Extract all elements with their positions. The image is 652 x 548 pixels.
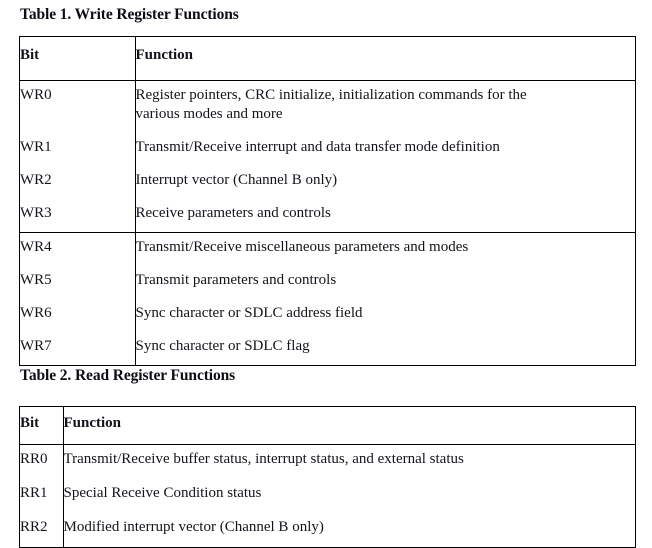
table-row: RR0 Transmit/Receive buffer status, inte… — [20, 444, 635, 479]
table-1-row-4-bit: WR4 — [20, 232, 136, 266]
table-row: WR0 Register pointers, CRC initialize, i… — [20, 80, 635, 134]
table-1-caption: Table 1. Write Register Functions — [20, 6, 239, 23]
table-row: RR2 Modified interrupt vector (Channel B… — [20, 513, 635, 547]
table-1-row-3-bit: WR3 — [20, 199, 136, 232]
table-1-row-7-function: Sync character or SDLC flag — [135, 338, 310, 354]
table-1-row-5-bit: WR5 — [20, 266, 136, 299]
table-2-row-1-function: Special Receive Condition status — [63, 485, 262, 501]
table-2-caption: Table 2. Read Register Functions — [20, 367, 236, 384]
table-row: RR1 Special Receive Condition status — [20, 479, 635, 513]
function-line: Register pointers, CRC initialize, initi… — [135, 87, 527, 103]
table-2-header-row: Bit Function — [20, 407, 635, 444]
table-2-header-bit: Bit — [20, 407, 64, 444]
table-row: WR6 Sync character or SDLC address field — [20, 299, 635, 332]
table-2-row-2-bit: RR2 — [20, 513, 64, 547]
table-1-row-3-function: Receive parameters and controls — [135, 205, 331, 221]
table-row: WR4 Transmit/Receive miscellaneous param… — [20, 232, 635, 266]
table-1-row-5-function: Transmit parameters and controls — [135, 272, 337, 288]
table-1-row-2-function: Interrupt vector (Channel B only) — [135, 172, 338, 188]
read-register-functions-table: Bit Function RR0 Transmit/Receive buffer… — [19, 406, 636, 548]
table-1-header-bit: Bit — [20, 37, 136, 80]
table-1-row-7-bit: WR7 — [20, 332, 136, 365]
table-row: WR3 Receive parameters and controls — [20, 199, 635, 232]
table-1-group-separator — [20, 232, 635, 233]
table-1-row-2-bit: WR2 — [20, 166, 136, 199]
table-1-header-row: Bit Function — [20, 37, 635, 80]
write-register-functions-table: Bit Function WR0 Register pointers, CRC … — [19, 36, 636, 366]
table-2-header-separator — [20, 444, 635, 445]
table-2-row-1-bit: RR1 — [20, 479, 64, 513]
table-2-row-0-bit: RR0 — [20, 444, 64, 479]
table-1-header-function: Function — [135, 47, 194, 63]
table-row: WR7 Sync character or SDLC flag — [20, 332, 635, 365]
table-1-row-1-bit: WR1 — [20, 133, 136, 166]
table-2-row-2-function: Modified interrupt vector (Channel B onl… — [63, 519, 324, 535]
function-line: various modes and more — [135, 106, 283, 122]
table-2-row-0-function: Transmit/Receive buffer status, interrup… — [63, 451, 464, 467]
table-1-row-0-bit: WR0 — [20, 80, 136, 133]
table-1-row-4-function: Transmit/Receive miscellaneous parameter… — [135, 239, 469, 255]
table-row: WR2 Interrupt vector (Channel B only) — [20, 166, 635, 199]
table-1-row-6-bit: WR6 — [20, 299, 136, 332]
table-1-row-0-function: Register pointers, CRC initialize, initi… — [135, 81, 635, 134]
table-1-header-separator — [20, 80, 635, 81]
table-1-row-1-function: Transmit/Receive interrupt and data tran… — [135, 139, 500, 155]
table-1-row-6-function: Sync character or SDLC address field — [135, 305, 363, 321]
table-row: WR1 Transmit/Receive interrupt and data … — [20, 133, 635, 166]
table-2-header-function: Function — [63, 415, 122, 431]
table-row: WR5 Transmit parameters and controls — [20, 266, 635, 299]
